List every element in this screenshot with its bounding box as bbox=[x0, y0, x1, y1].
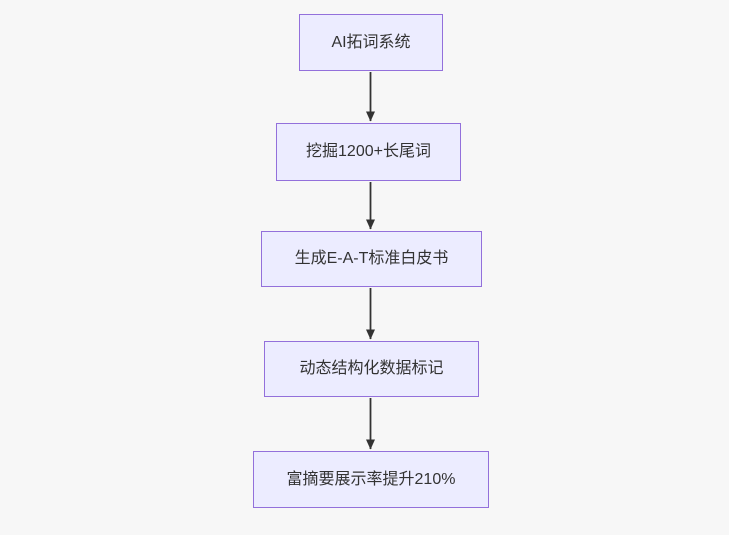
node-label: 动态结构化数据标记 bbox=[299, 360, 444, 378]
flow-node-generate-eat-whitepaper: 生成E-A-T标准白皮书 bbox=[261, 231, 482, 287]
node-label: 富摘要展示率提升210% bbox=[286, 470, 456, 488]
flow-node-mine-longtail-keywords: 挖掘1200+长尾词 bbox=[276, 123, 461, 181]
flow-node-ai-word-expansion-system: AI拓词系统 bbox=[299, 14, 443, 71]
node-label: 生成E-A-T标准白皮书 bbox=[294, 250, 449, 268]
node-label: 挖掘1200+长尾词 bbox=[306, 143, 431, 161]
flow-node-dynamic-structured-data: 动态结构化数据标记 bbox=[264, 341, 479, 397]
node-label: AI拓词系统 bbox=[331, 33, 411, 51]
flow-node-rich-snippet-rate-increase: 富摘要展示率提升210% bbox=[253, 451, 489, 508]
